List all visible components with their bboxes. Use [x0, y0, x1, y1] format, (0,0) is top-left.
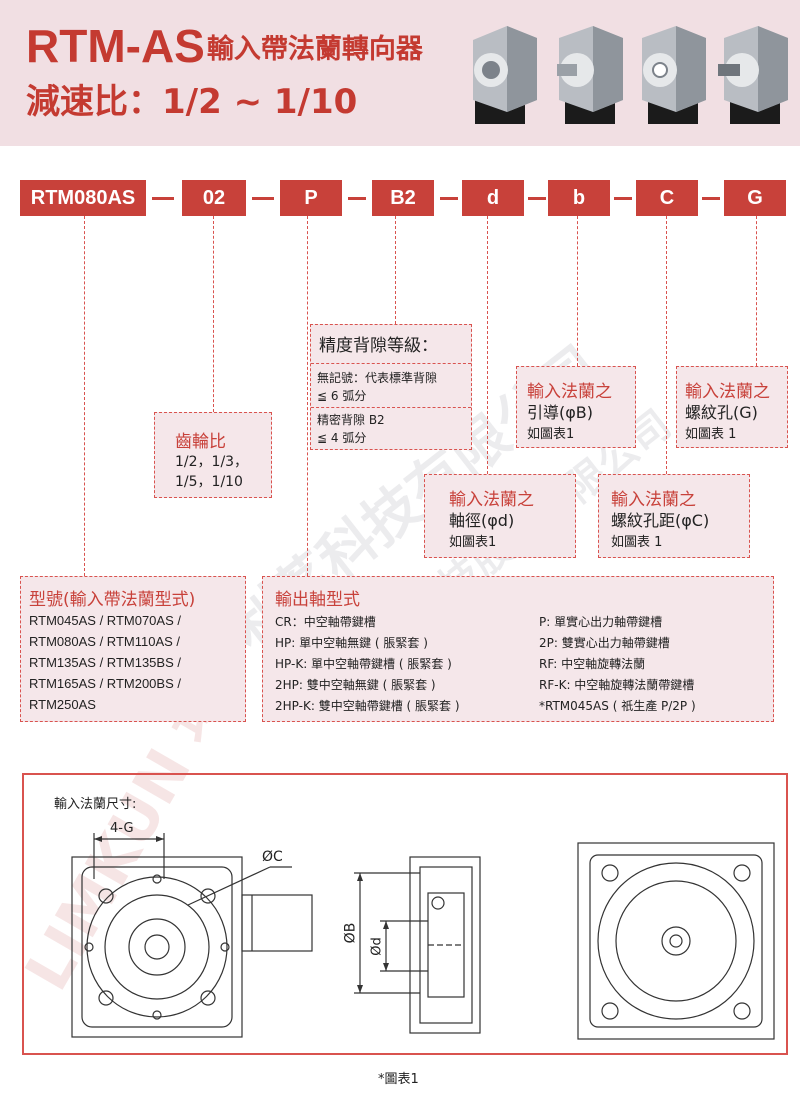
code-separator — [528, 197, 546, 200]
precision-standard-line1: 無記號：代表標準背隙 — [317, 371, 438, 385]
code-separator — [348, 197, 366, 200]
precision-fine-line1: 精密背隙 B2 — [317, 413, 385, 427]
flange-pilot-title: 輸入法蘭之 — [527, 382, 612, 402]
output-type-left: HP-K: 單中空軸帶鍵槽 ( 脹緊套 ) — [275, 657, 452, 671]
flange-pilot-box: 輸入法蘭之 引導(φB) 如圖表1 — [516, 366, 636, 448]
output-type-left: HP: 單中空軸無鍵 ( 脹緊套 ) — [275, 636, 428, 650]
product-image-2 — [557, 26, 623, 124]
code-output: P — [280, 180, 342, 216]
flange-pilot-line1: 引導(φB) — [527, 403, 594, 422]
product-image-1 — [473, 26, 537, 124]
connector-ratio — [213, 216, 214, 412]
connector-precision — [395, 216, 396, 324]
precision-fine-line2: ≦ 4 弧分 — [317, 431, 367, 445]
output-type-left: 2HP-K: 雙中空軸帶鍵槽 ( 脹緊套 ) — [275, 699, 460, 713]
figure-footnote: *圖表1 — [378, 1072, 419, 1087]
connector-pcd — [666, 216, 667, 474]
flange-thread-line1: 螺紋孔(G) — [685, 403, 758, 422]
code-separator — [614, 197, 632, 200]
flange-drawing-box: 輸入法蘭尺寸: — [22, 773, 788, 1055]
flange-thread-box: 輸入法蘭之 螺紋孔(G) 如圖表 1 — [676, 366, 788, 448]
model-title: 型號(輸入帶法蘭型式) — [29, 590, 196, 610]
output-type-right: *RTM045AS ( 祇生產 P/2P ) — [539, 699, 696, 713]
ratio-title: 減速比：1/2 ~ 1/10 — [26, 82, 358, 122]
drawing-caption: 輸入法蘭尺寸: — [54, 797, 137, 812]
label-4g: 4-G — [110, 821, 134, 836]
flange-shaft-box: 輸入法蘭之 軸徑(φd) 如圖表1 — [424, 474, 576, 558]
page-title: RTM-AS輸入帶法蘭轉向器 — [26, 20, 423, 72]
connector-shaft — [487, 216, 488, 474]
precision-box: 精度背隙等級： 無記號：代表標準背隙 ≦ 6 弧分 精密背隙 B2 ≦ 4 弧分 — [310, 324, 472, 450]
model-line: RTM250AS — [29, 697, 96, 712]
connector-pilot — [577, 216, 578, 366]
output-type-left: CR：中空軸帶鍵槽 — [275, 615, 376, 629]
flange-shaft-line1: 軸徑(φd) — [449, 511, 515, 530]
flange-pcd-box: 輸入法蘭之 螺紋孔距(φC) 如圖表 1 — [598, 474, 750, 558]
label-phi-d: Ød — [369, 937, 385, 956]
gear-ratio-box: 齒輪比 1/2，1/3， 1/5，1/10 — [154, 412, 272, 498]
product-image-4 — [718, 26, 788, 124]
model-line: RTM045AS / RTM070AS / — [29, 613, 181, 628]
output-shaft-box: 輸出軸型式 CR：中空軸帶鍵槽 HP: 單中空軸無鍵 ( 脹緊套 ) HP-K:… — [262, 576, 774, 722]
connector-output — [307, 216, 308, 576]
flange-pilot-line2: 如圖表1 — [527, 427, 575, 442]
model-line: RTM135AS / RTM135BS / — [29, 655, 181, 670]
flange-pcd-line2: 如圖表 1 — [611, 535, 663, 550]
code-pcd: C — [636, 180, 698, 216]
precision-title: 精度背隙等級： — [319, 336, 438, 356]
product-image-3 — [642, 26, 706, 124]
gear-ratio-line1: 1/2，1/3， — [175, 454, 249, 470]
label-phi-c: ØC — [262, 849, 283, 865]
flange-pcd-line1: 螺紋孔距(φC) — [611, 511, 710, 530]
code-separator — [152, 197, 174, 200]
flange-pcd-title: 輸入法蘭之 — [611, 490, 696, 510]
output-shaft-title: 輸出軸型式 — [275, 590, 360, 610]
output-type-left: 2HP: 雙中空軸無鍵 ( 脹緊套 ) — [275, 678, 436, 692]
code-separator — [252, 197, 274, 200]
flange-thread-line2: 如圖表 1 — [685, 427, 737, 442]
output-type-right: P: 單實心出力軸帶鍵槽 — [539, 615, 663, 629]
code-thread: G — [724, 180, 786, 216]
label-phi-b: ØB — [342, 922, 359, 944]
code-model: RTM080AS — [20, 180, 146, 216]
output-type-right: RF-K: 中空軸旋轉法蘭帶鍵槽 — [539, 678, 695, 692]
flange-technical-drawing — [71, 833, 775, 1040]
code-separator — [440, 197, 458, 200]
flange-shaft-line2: 如圖表1 — [449, 535, 497, 550]
code-shaft: d — [462, 180, 524, 216]
flange-shaft-title: 輸入法蘭之 — [449, 490, 534, 510]
gear-ratio-title: 齒輪比 — [175, 432, 226, 452]
precision-standard-line2: ≦ 6 弧分 — [317, 389, 367, 403]
model-box: 型號(輸入帶法蘭型式) RTM045AS / RTM070AS / RTM080… — [20, 576, 246, 722]
connector-thread — [756, 216, 757, 366]
model-line: RTM080AS / RTM110AS / — [29, 634, 181, 649]
code-separator — [702, 197, 720, 200]
code-ratio: 02 — [182, 180, 246, 216]
output-type-right: RF: 中空軸旋轉法蘭 — [539, 657, 646, 671]
connector-model — [84, 216, 85, 576]
gear-ratio-line2: 1/5，1/10 — [175, 474, 243, 490]
header-banner: RTM-AS輸入帶法蘭轉向器 減速比：1/2 ~ 1/10 — [0, 0, 800, 146]
flange-thread-title: 輸入法蘭之 — [685, 382, 770, 402]
output-type-right: 2P: 雙實心出力軸帶鍵槽 — [539, 636, 670, 650]
code-precision: B2 — [372, 180, 434, 216]
code-pilot: b — [548, 180, 610, 216]
model-line: RTM165AS / RTM200BS / — [29, 676, 181, 691]
